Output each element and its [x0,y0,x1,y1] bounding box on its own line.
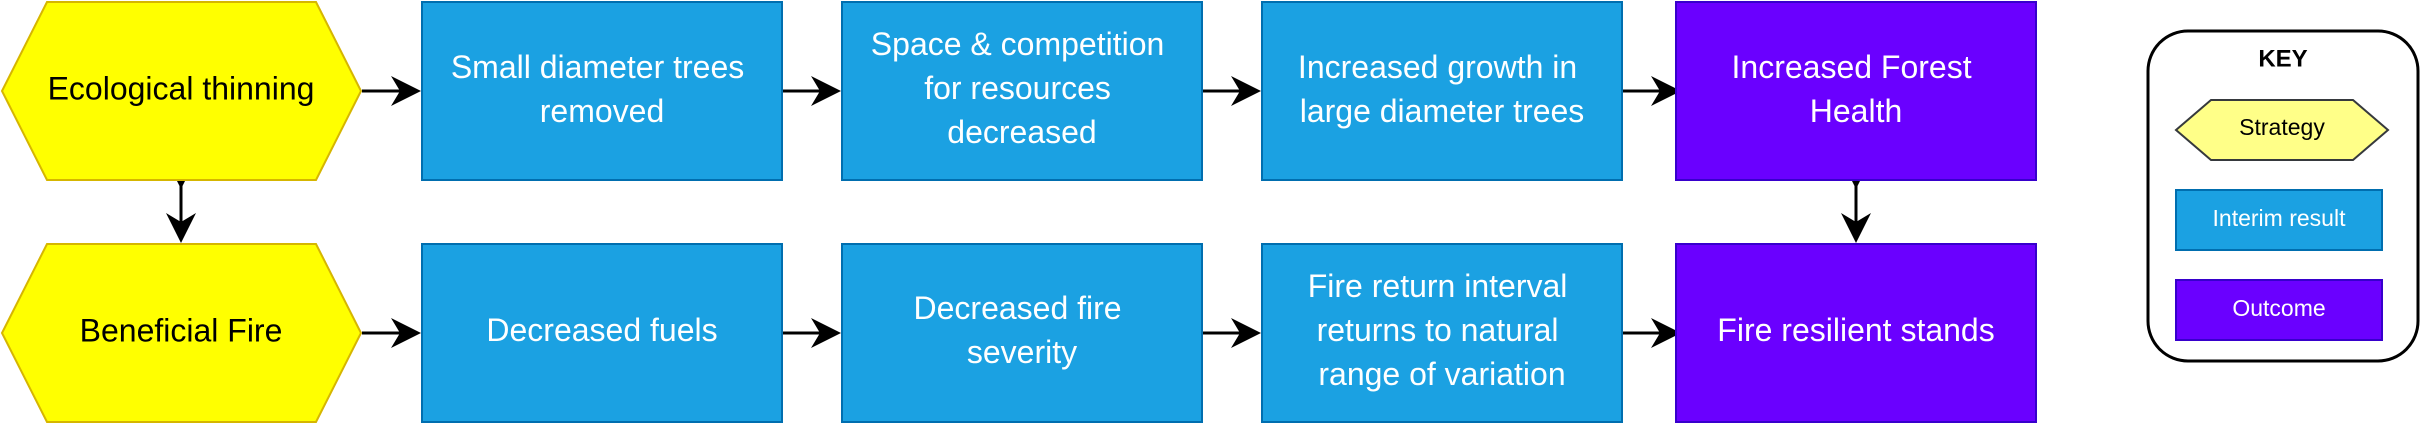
svg-text:Fire return interval ret: Fire return interval returns to natural … [1308,268,1577,392]
node-text-line: large diameter trees [1300,93,1585,129]
legend-strategy-swatch [2174,99,2390,161]
strategy-label: Beneficial Fire [80,312,283,348]
legend-interim-swatch [2175,189,2383,251]
node-text-line: Small diameter trees [451,49,744,85]
connectors [166,76,1871,348]
node-text-line: Increased Forest [1732,49,1972,85]
node-text-line: for resources [924,70,1111,106]
interim-node-trees-removed: Small diameter trees removed [421,1,783,181]
interim-node-competition-decreased: Space & competition for resources decrea… [841,1,1203,181]
node-text-line: Increased growth in [1298,49,1577,85]
strategy-node-beneficial-fire: Beneficial Fire [0,243,363,423]
strategy-label: Ecological thinning [48,70,315,106]
svg-text:Small diameter trees rem: Small diameter trees removed [451,49,753,129]
node-text-line: removed [540,93,665,129]
strategy-node-ecological-thinning: Ecological thinning [0,1,363,181]
node-text-line: Space & competition [871,26,1165,62]
node-text-line: range of variation [1318,356,1565,392]
legend-key: KEY Strategy Interim result Outcome [2146,29,2420,363]
svg-text:Increased Forest Health: Increased Forest Health [1732,49,1981,129]
node-text-line: Fire return interval [1308,268,1568,304]
node-text-line: returns to natural [1317,312,1559,348]
legend-title: KEY [2258,45,2307,72]
legend-interim-label: Interim result [2213,205,2347,231]
svg-text:Space & competition for: Space & competition for resources decrea… [871,26,1173,150]
legend-strategy-label: Strategy [2239,114,2325,140]
svg-text:Decreased fuels: Decreased fuels [486,312,717,348]
interim-node-fire-return-interval: Fire return interval returns to natural … [1261,243,1623,423]
outcome-node-fire-resilient-stands: Fire resilient stands [1675,243,2037,423]
node-text-line: Health [1810,93,1903,129]
interim-node-decreased-severity: Decreased fire severity [841,243,1203,423]
legend-outcome-label: Outcome [2232,295,2325,321]
svg-text:Fire resilient stands: Fire resilient stands [1717,312,1994,348]
outcome-node-forest-health: Increased Forest Health [1675,1,2037,181]
interim-node-increased-growth: Increased growth in large diameter trees [1261,1,1623,181]
node-text-line: Decreased fuels [486,312,717,348]
node-text-line: Decreased fire [914,290,1122,326]
svg-text:Increased growth in larg: Increased growth in large diameter trees [1298,49,1586,129]
interim-node-decreased-fuels: Decreased fuels [421,243,783,423]
node-text-line: decreased [947,114,1096,150]
node-text-line: Fire resilient stands [1717,312,1994,348]
svg-text:Decreased fire severity: Decreased fire severity [914,290,1131,370]
legend-outcome-swatch [2175,279,2383,341]
node-text-line: severity [967,334,1077,370]
